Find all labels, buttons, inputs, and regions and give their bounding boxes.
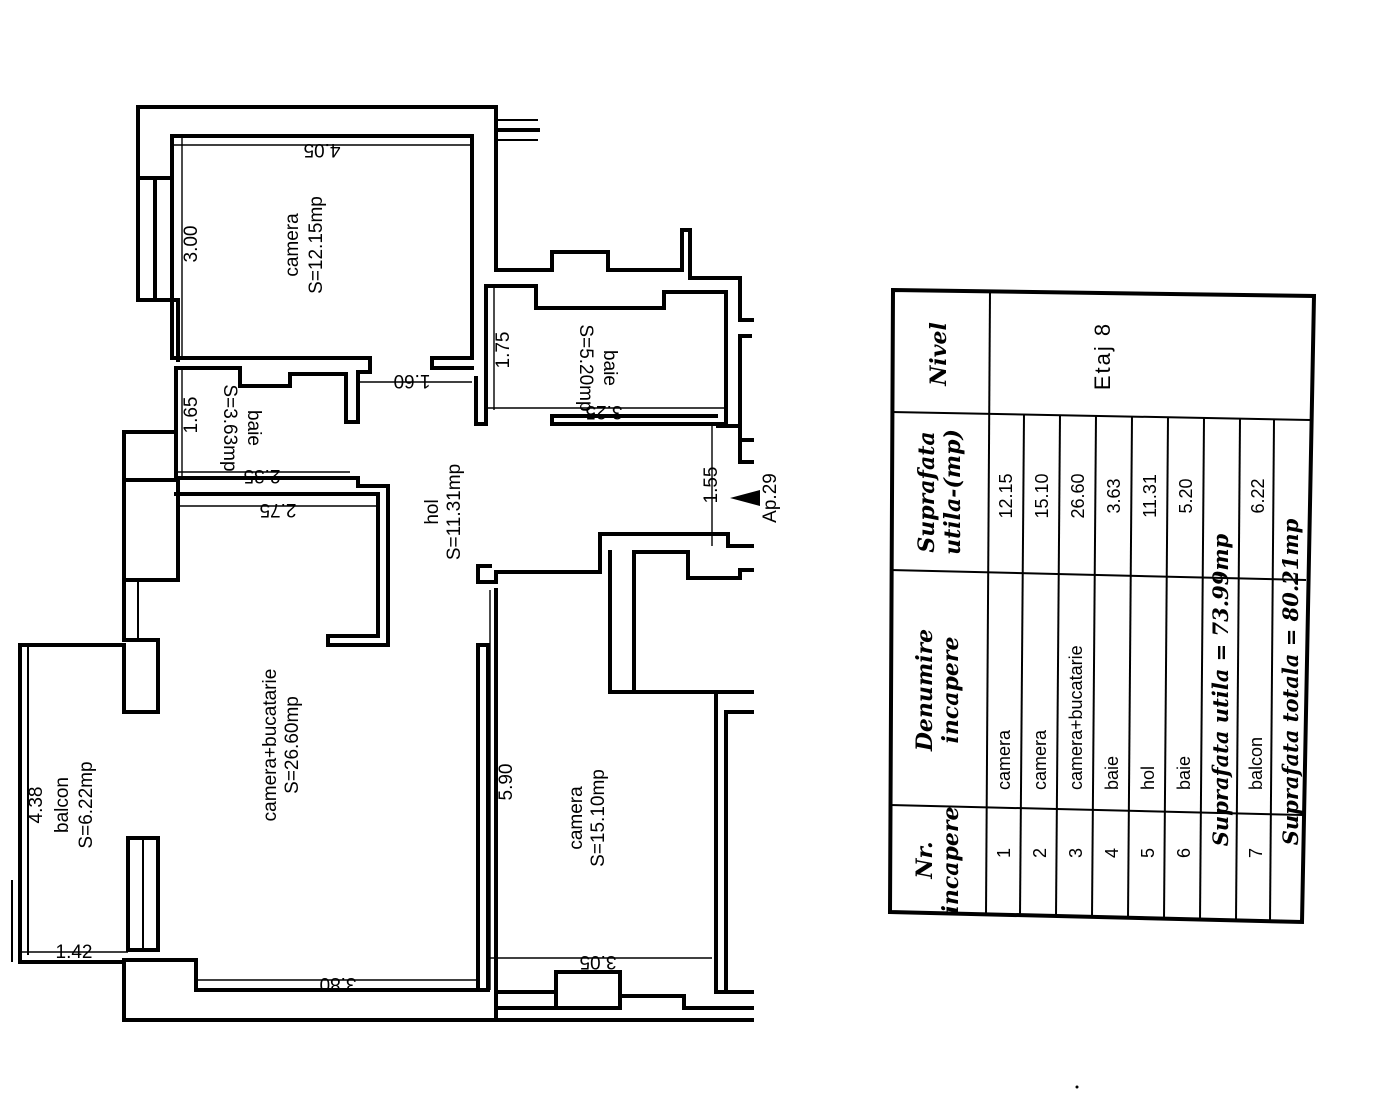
room-name-hol: hol xyxy=(422,499,443,524)
walls xyxy=(11,105,754,1022)
row-5-area: 11.31 xyxy=(1140,474,1160,518)
row-3-name: camera+bucatarie xyxy=(1066,645,1086,790)
row-3-area: 26.60 xyxy=(1068,473,1088,518)
row-7-area: 6.22 xyxy=(1248,478,1268,513)
row-1-nr: 1 xyxy=(994,848,1014,858)
header-area-line1: Suprafata xyxy=(914,431,940,552)
dim-2-75: 2.75 xyxy=(260,499,297,520)
row-7-name: balcon xyxy=(1246,737,1266,790)
room-name-balcon: balcon xyxy=(52,777,73,833)
dim-3-25: 3.25 xyxy=(586,401,623,422)
dim-2-35: 2.35 xyxy=(244,465,281,486)
room-area-hol: S=11.31mp xyxy=(444,464,465,560)
entrance-label: Ap.29 xyxy=(760,473,781,523)
room-area-baie-2: S=5.20mp xyxy=(575,324,596,411)
header-nr-line1: Nr. xyxy=(912,841,938,879)
dim-1-65: 1.65 xyxy=(181,397,202,434)
dim-1-75: 1.75 xyxy=(493,332,514,369)
room-name-camera-bucatarie: camera+bucatarie xyxy=(260,669,281,822)
subtotal-useful-area: Suprafata utila = 73.99mp xyxy=(1208,533,1233,846)
room-name-baie-1: baie xyxy=(243,410,264,446)
room-name-camera-1: camera xyxy=(282,213,303,277)
row-2-nr: 2 xyxy=(1030,848,1050,858)
room-area-camera-bucatarie: S=26.60mp xyxy=(282,696,303,794)
entrance-arrow-icon xyxy=(730,490,760,506)
entrance-marker: Ap.29 xyxy=(730,473,781,523)
row-6-name: baie xyxy=(1174,756,1194,790)
row-2-area: 15.10 xyxy=(1032,473,1052,518)
header-nr-line2: incapere xyxy=(938,807,964,914)
room-name-baie-2: baie xyxy=(599,350,620,386)
row-4-area: 3.63 xyxy=(1104,478,1124,513)
row-5-name: hol xyxy=(1138,766,1158,790)
dim-3-80: 3.80 xyxy=(320,973,357,994)
header-name-line2: incapere xyxy=(938,637,964,744)
room-area-camera-1: S=12.15mp xyxy=(306,196,327,294)
room-name-camera-2: camera xyxy=(566,786,587,850)
row-2-name: camera xyxy=(1030,729,1050,790)
room-area-baie-1: S=3.63mp xyxy=(219,384,240,471)
dim-3-05: 3.05 xyxy=(580,951,617,972)
dim-1-42: 1.42 xyxy=(56,942,93,963)
row-5-nr: 5 xyxy=(1138,848,1158,858)
row-4-nr: 4 xyxy=(1102,848,1122,858)
dim-4-38: 4.38 xyxy=(26,787,47,824)
dim-1-60: 1.60 xyxy=(394,370,431,391)
room-labels: camera S=12.15mp baie S=5.20mp baie S=3.… xyxy=(52,196,620,867)
dim-3-00: 3.00 xyxy=(181,226,202,263)
dim-4-05: 4.05 xyxy=(304,139,341,160)
total-area: Suprafata totala = 80.21mp xyxy=(1278,518,1303,845)
room-area-camera-2: S=15.10mp xyxy=(588,769,609,867)
row-1-area: 12.15 xyxy=(996,473,1016,518)
dim-5-90: 5.90 xyxy=(496,764,517,801)
dimension-labels: 4.05 3.00 1.75 3.25 1.60 1.65 2.35 2.75 … xyxy=(26,139,722,994)
area-table: Nr. incapere Denumire incapere Suprafata… xyxy=(887,287,1317,925)
room-area-balcon: S=6.22mp xyxy=(76,761,97,848)
header-level: Nivel xyxy=(926,322,952,387)
header-area-line2: utila-(mp) xyxy=(940,429,966,555)
row-7-nr: 7 xyxy=(1246,848,1266,858)
level-value: Etaj 8 xyxy=(1090,322,1115,390)
dim-1-55: 1.55 xyxy=(701,467,722,504)
row-6-area: 5.20 xyxy=(1176,478,1196,513)
dimension-lines xyxy=(20,136,726,990)
header-name-line1: Denumire xyxy=(912,629,938,752)
row-3-nr: 3 xyxy=(1066,848,1086,858)
row-6-nr: 6 xyxy=(1174,848,1194,858)
row-1-name: camera xyxy=(994,729,1014,790)
row-4-name: baie xyxy=(1102,756,1122,790)
